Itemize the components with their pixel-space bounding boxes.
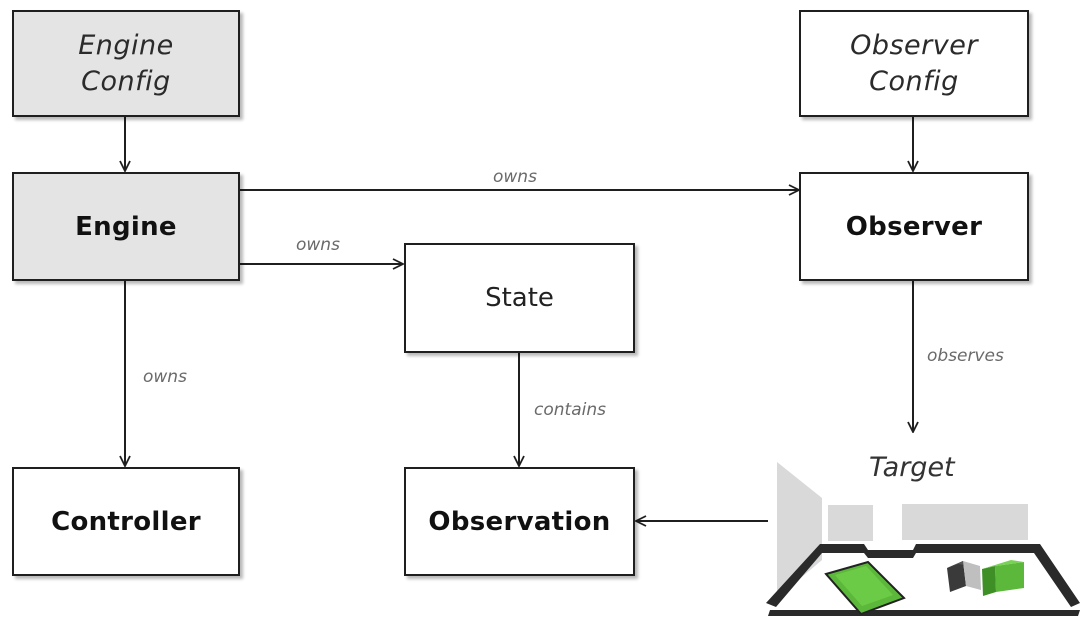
target-floor-front-edge [768, 610, 1080, 616]
edge-label-observer-observes-target: observes [927, 346, 1004, 366]
controller-label: Controller [51, 506, 201, 537]
observer-label: Observer [845, 211, 983, 242]
engine-config-box: Engine Config [12, 10, 240, 117]
observation-box: Observation [404, 467, 635, 576]
engine-label: Engine [75, 211, 177, 242]
target-green-cube-side [982, 566, 996, 596]
engine-box: Engine [12, 172, 240, 281]
edge-label-engine-owns-state: owns [296, 235, 340, 255]
edge-label-engine-owns-controller: owns [143, 367, 187, 387]
state-label: State [485, 283, 554, 313]
observer-config-label-line2: Config [869, 65, 959, 97]
target-back-wall-left [828, 505, 873, 541]
target-green-cube-top [982, 560, 1024, 569]
target-green-pad-inner [835, 566, 893, 606]
engine-config-label-line1: Engine [78, 29, 174, 61]
edge-label-state-contains-observation: contains [534, 400, 606, 420]
target-green-cube-face [995, 562, 1024, 592]
state-box: State [404, 243, 635, 353]
target-small-cube-side [947, 561, 966, 592]
target-label: Target [869, 452, 955, 483]
engine-config-label-line2: Config [81, 65, 171, 97]
target-back-wall-right [902, 504, 1028, 540]
edge-label-engine-owns-observer: owns [493, 167, 537, 187]
target-small-cube-face [963, 561, 981, 590]
observer-config-label-line1: Observer [850, 29, 978, 61]
observer-config-box: Observer Config [799, 10, 1029, 117]
observation-label: Observation [428, 506, 611, 537]
target-floor-outline [766, 544, 1080, 607]
observer-box: Observer [799, 172, 1029, 281]
controller-box: Controller [12, 467, 240, 576]
